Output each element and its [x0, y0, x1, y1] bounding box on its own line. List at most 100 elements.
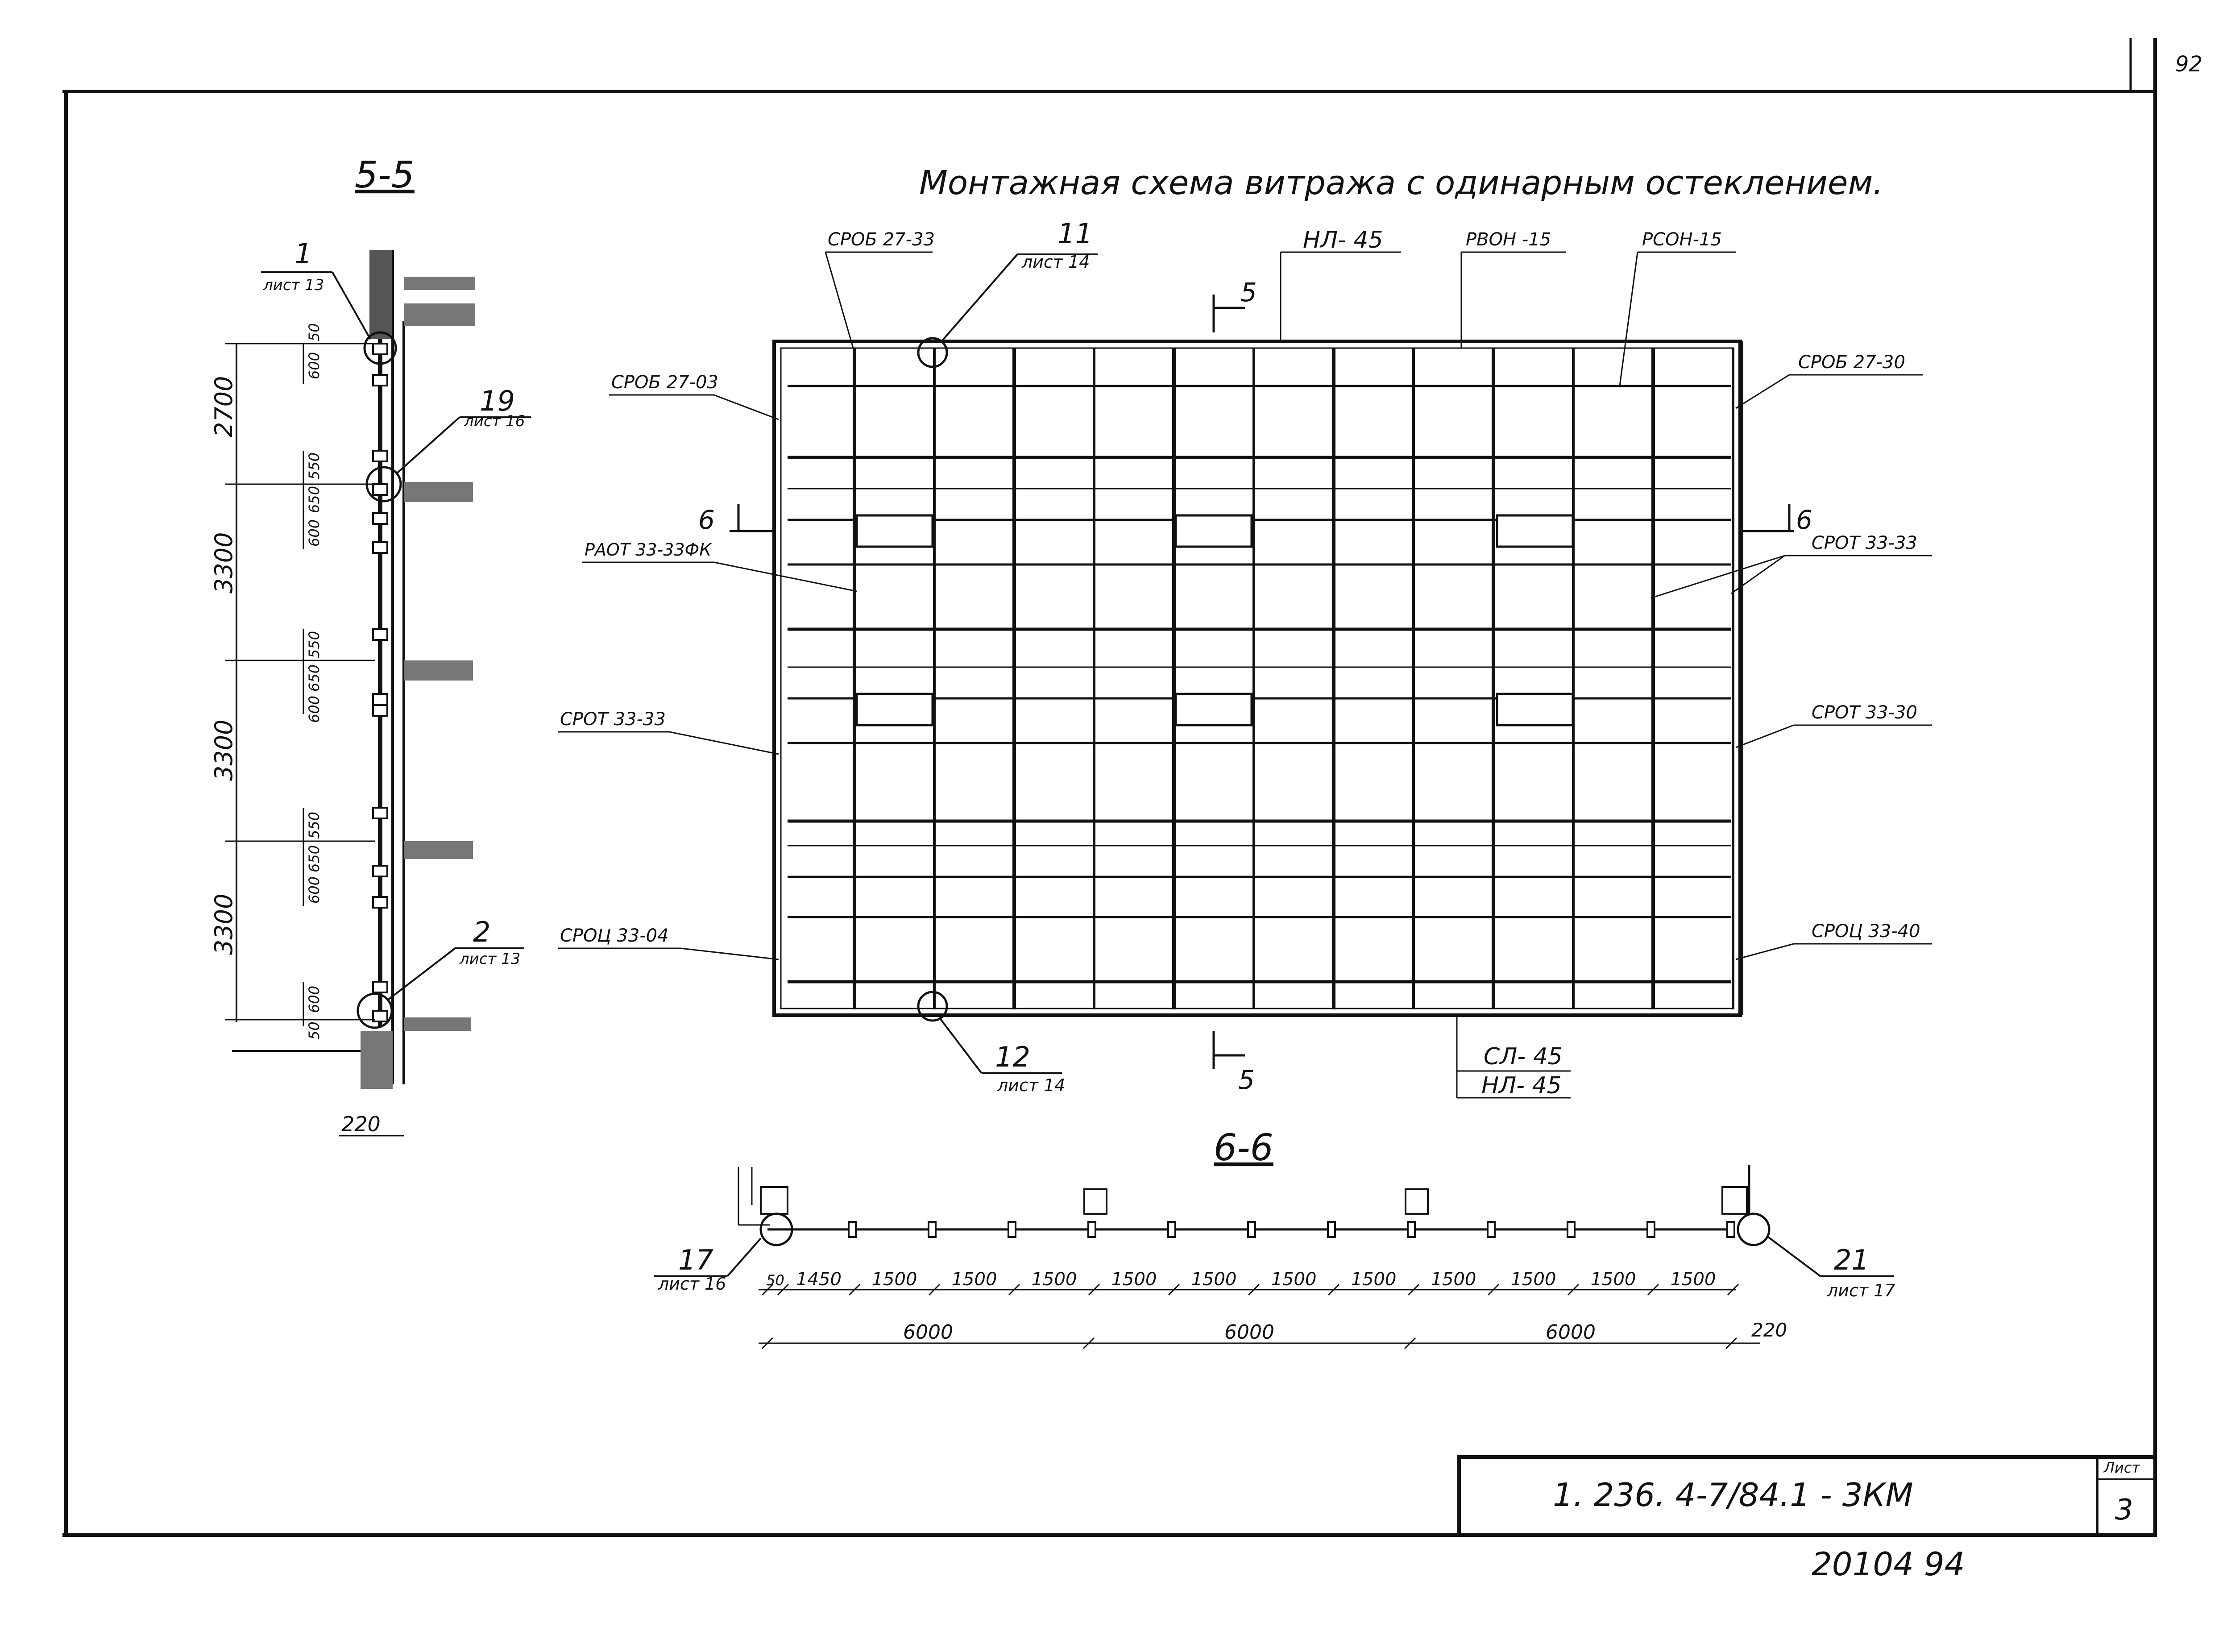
sheet-label: Лист: [2103, 1459, 2140, 1476]
dim-3300-3: 3300: [210, 894, 238, 955]
dim-tick: [1727, 1283, 1739, 1296]
callout-11-sheet: лист 14: [1021, 252, 1090, 272]
callout-21-sheet: лист 17: [1827, 1281, 1895, 1300]
callout-1-num: 1: [294, 237, 312, 270]
module-dim-label: 1450: [796, 1269, 842, 1290]
dim-tick: [761, 1283, 774, 1296]
section-5-5: 5-5: [225, 154, 475, 1137]
label-nl-45-bottom: НЛ- 45: [1481, 1072, 1562, 1099]
callout-1-sheet: лист 13: [263, 276, 324, 294]
callout-11-num: 11: [1057, 217, 1093, 250]
plan-mullion: [1646, 1221, 1655, 1238]
section-6-6-label: 6-6: [1214, 1127, 1273, 1169]
label-sroc-33-04: СРОЦ 33-04: [560, 926, 669, 946]
module-dim-label: 50: [766, 1272, 784, 1289]
callout-19-num: 19: [480, 385, 515, 417]
plan-mullion: [1327, 1221, 1336, 1238]
small-dim-600-top: 600: [306, 352, 323, 379]
small-dim-50-bottom: 50: [306, 1021, 323, 1040]
small-dim-600-b: 600: [306, 696, 323, 723]
cut-5-top: 5: [1240, 277, 1257, 307]
elevation-grid: [788, 348, 1734, 1009]
module-dim-label: 1500: [1511, 1269, 1556, 1290]
dim-tick: [1487, 1283, 1500, 1296]
plan-mullions: [848, 1221, 1735, 1238]
plan-mullion: [1407, 1221, 1416, 1238]
small-dim-650-c: 650: [306, 845, 323, 872]
dim-2700: 2700: [210, 376, 238, 437]
label-rson-15: РСОН-15: [1642, 229, 1722, 250]
label-srob-27-30: СРОБ 27-30: [1798, 352, 1905, 373]
module-dim-label: 1500: [1351, 1269, 1397, 1290]
plan-dimensions: 50 1450 1500 1500 1500 1500 1500 1500 1500 1500 15…: [759, 1269, 1787, 1349]
dim-tick: [1088, 1283, 1100, 1296]
module-dim-label: 1500: [872, 1269, 917, 1290]
plan-mullion: [1567, 1221, 1576, 1238]
callout-17-sheet: лист 16: [658, 1274, 726, 1294]
label-srob-27-03: СРОБ 27-03: [611, 372, 718, 393]
document-code: 1. 236. 4-7/84.1 - 3КМ: [1553, 1476, 1913, 1514]
label-sroc-33-40: СРОЦ 33-40: [1812, 921, 1920, 942]
label-srot-33-33-right: СРОТ 33-33: [1812, 533, 1917, 553]
plan-mullion: [928, 1221, 937, 1238]
vent-panels: [855, 514, 1574, 726]
small-dim-650-b: 650: [306, 664, 323, 692]
module-dim-label: 1500: [1431, 1269, 1476, 1290]
cut-5-bottom: 5: [1238, 1065, 1255, 1095]
archive-number: 20104 94: [1812, 1545, 1965, 1583]
small-dim-600-a: 600: [306, 519, 323, 547]
dim-tick: [1647, 1283, 1659, 1296]
section-5-5-label: 5-5: [355, 154, 415, 196]
end-dim-label: 220: [1751, 1319, 1787, 1341]
elevation-frame: [772, 340, 1743, 1017]
small-dim-600-bottom: 600: [306, 986, 323, 1013]
callout-2-sheet: лист 13: [459, 950, 520, 968]
span-dim-label: 6000: [1546, 1321, 1596, 1344]
dim-tick: [1407, 1283, 1420, 1296]
small-dim-550-c: 550: [306, 812, 323, 839]
small-dim-650-a: 650: [306, 486, 323, 513]
callout-12-sheet: лист 14: [997, 1075, 1065, 1095]
dim-tick: [1082, 1337, 1095, 1349]
module-dim-label: 1500: [1271, 1269, 1317, 1290]
dim-tick: [761, 1337, 774, 1349]
label-nl-45-top: НЛ- 45: [1303, 227, 1383, 253]
label-raot-33-33fk: РАОТ 33-33ФК: [585, 540, 712, 560]
label-rvon-15: РВОН -15: [1466, 229, 1551, 250]
module-dim-label: 1500: [1032, 1269, 1077, 1290]
callout-17-num: 17: [678, 1244, 713, 1276]
dim-tick: [1248, 1283, 1260, 1296]
callout-2-num: 2: [473, 916, 490, 948]
plan-mullion: [1247, 1221, 1256, 1238]
label-srot-33-33-left: СРОТ 33-33: [560, 709, 666, 730]
dim-3300-2: 3300: [210, 720, 238, 781]
label-srob-27-33: СРОБ 27-33: [828, 229, 935, 250]
plan-mullion: [1167, 1221, 1176, 1238]
small-dim-550-a: 550: [306, 452, 323, 480]
dim-tick: [928, 1283, 941, 1296]
dim-tick: [1404, 1337, 1416, 1349]
module-dim-label: 1500: [1671, 1269, 1716, 1290]
dim-tick: [848, 1283, 861, 1296]
label-sl-45: СЛ- 45: [1484, 1043, 1563, 1070]
plan-mullion: [848, 1221, 857, 1238]
plan-mullion: [1008, 1221, 1016, 1238]
dim-tick: [777, 1283, 789, 1296]
callout-21-num: 21: [1834, 1244, 1869, 1276]
page-number: 92: [2175, 52, 2202, 77]
cut-6-right: 6: [1796, 505, 1812, 535]
module-dim-label: 1500: [1591, 1269, 1636, 1290]
module-dim-label: 1500: [952, 1269, 997, 1290]
dim-220-55: 220: [341, 1112, 381, 1136]
plan-mullion: [1726, 1221, 1735, 1238]
callout-12-num: 12: [995, 1041, 1030, 1073]
title-block: [1457, 1455, 2157, 1537]
cut-6-left: 6: [698, 505, 715, 535]
dim-tick: [1008, 1283, 1020, 1296]
dim-tick: [1567, 1283, 1580, 1296]
callout-19-sheet: лист 16: [464, 412, 525, 430]
drawing-title: Монтажная схема витража с одинарным осте…: [919, 164, 1883, 202]
small-dim-50-top: 50: [306, 323, 323, 341]
label-srot-33-30: СРОТ 33-30: [1812, 702, 1917, 723]
module-dim-label: 1500: [1111, 1269, 1157, 1290]
